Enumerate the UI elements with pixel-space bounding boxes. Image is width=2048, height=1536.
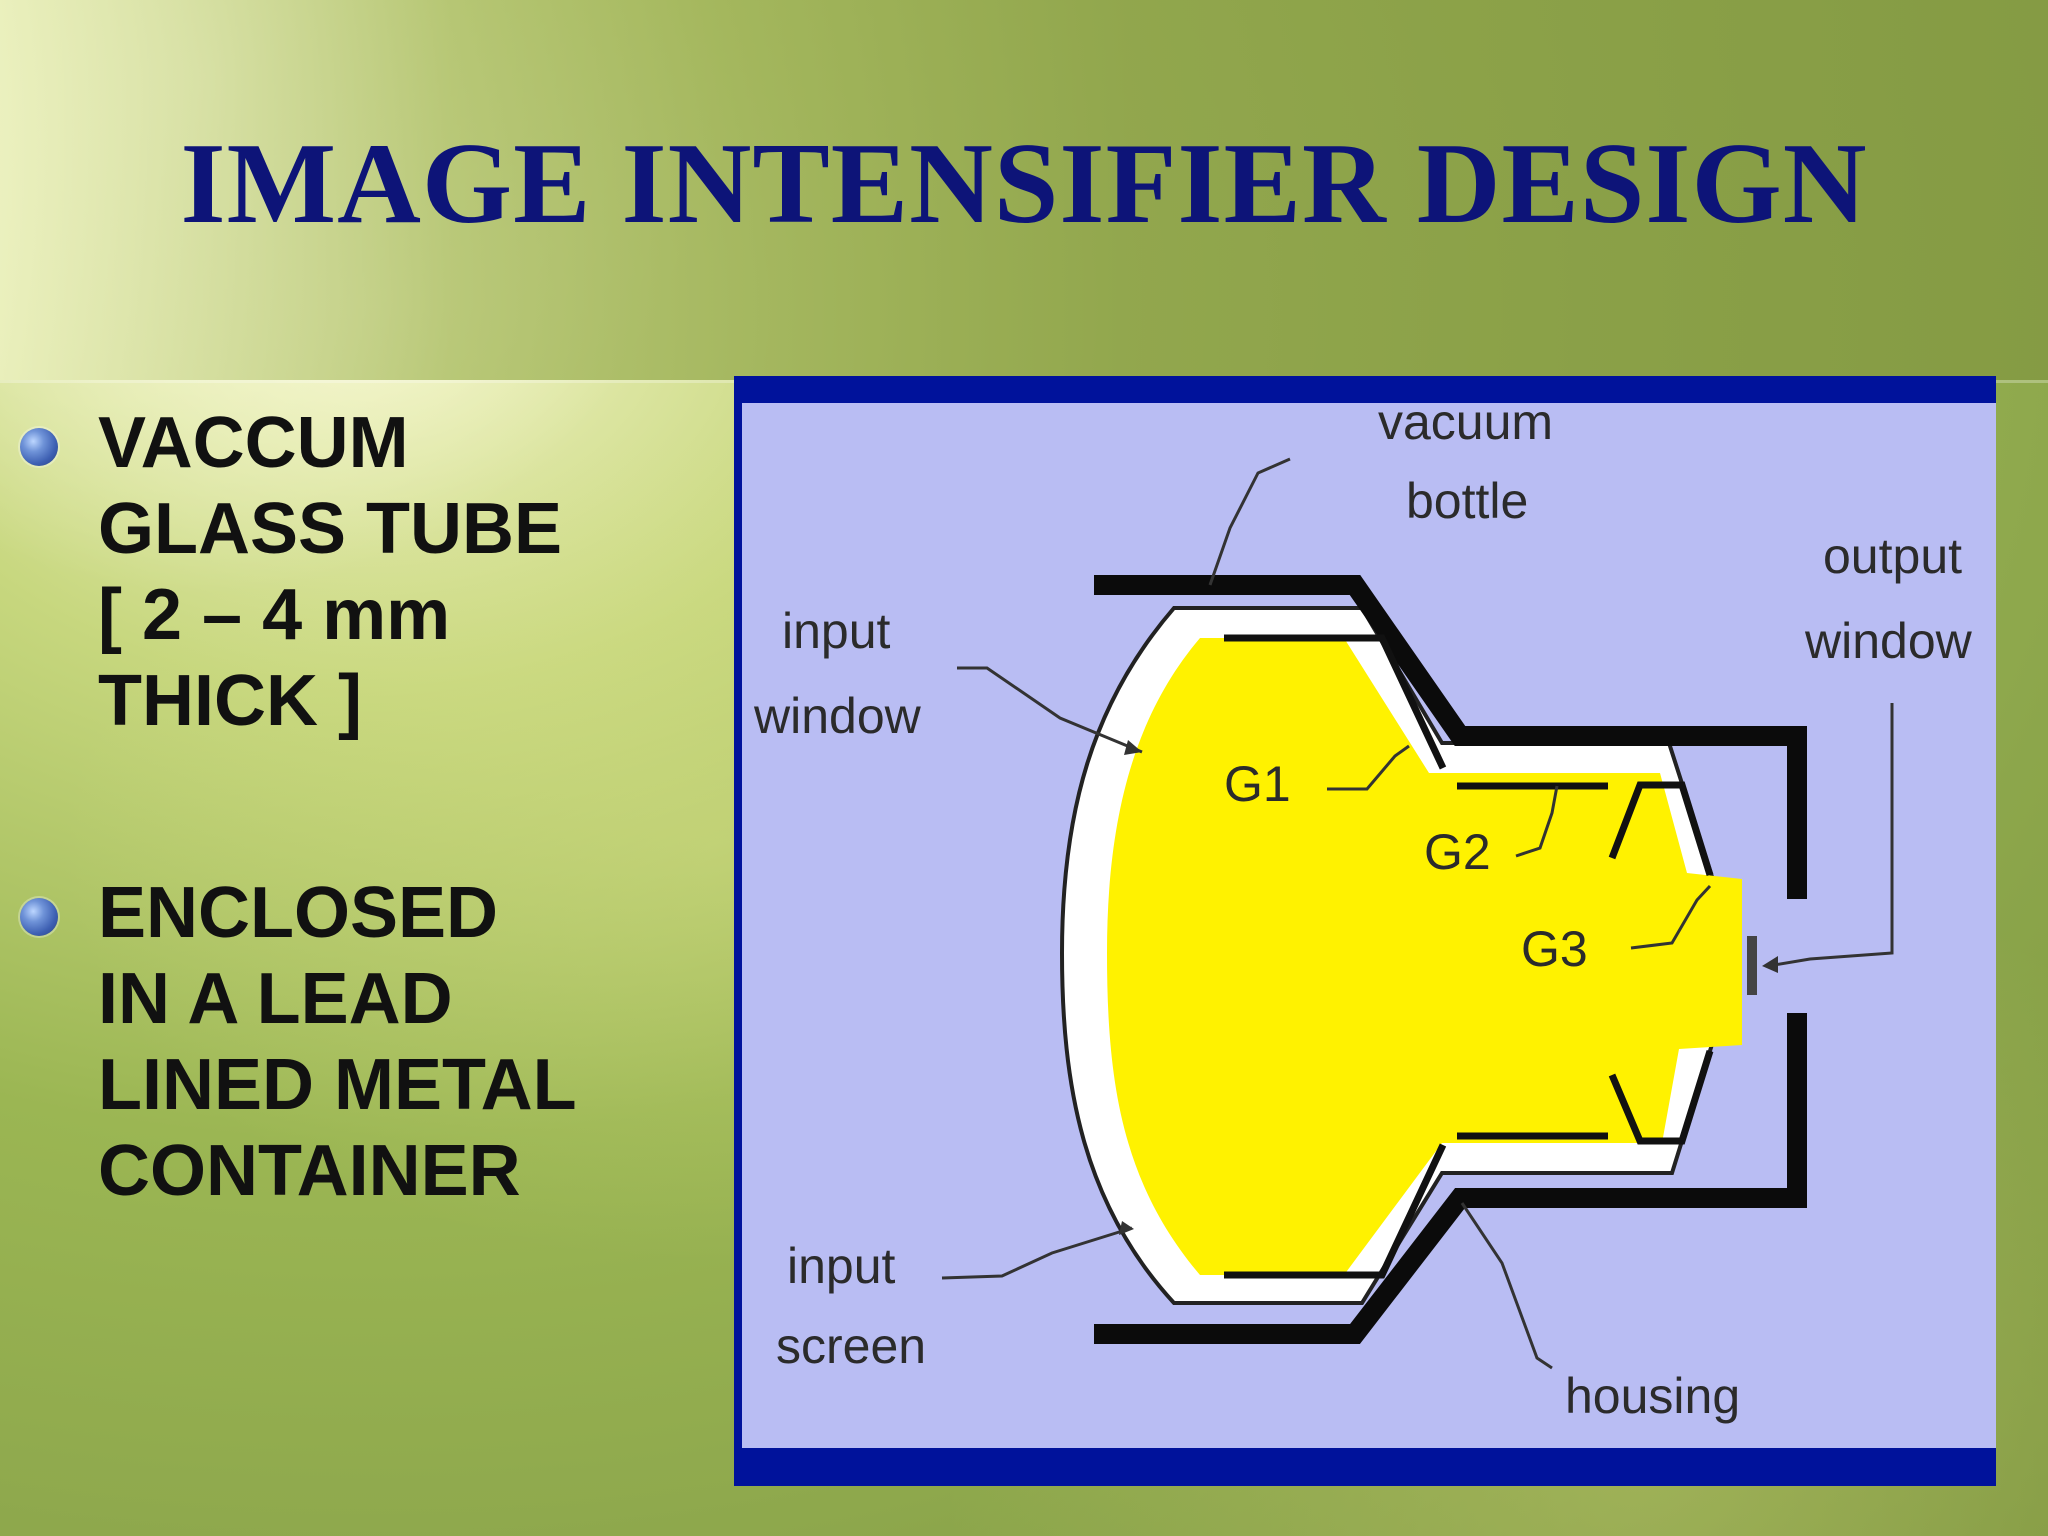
input-window-pointer	[957, 666, 1143, 754]
electrode-g1	[1224, 634, 1447, 770]
g3-pointer	[1630, 884, 1712, 950]
label-window-left: window	[753, 688, 922, 744]
label-bottle: bottle	[1406, 473, 1528, 529]
label-input-top: input	[782, 603, 891, 659]
electrode-g1-lower	[1224, 1143, 1447, 1279]
title-band	[0, 0, 2048, 380]
label-input-bottom: input	[787, 1238, 896, 1294]
g1-pointer	[1327, 744, 1410, 791]
electrode-g3-lower	[1608, 1049, 1714, 1145]
label-screen: screen	[776, 1318, 926, 1374]
output-window-arrow	[1762, 956, 1778, 973]
label-housing: housing	[1565, 1368, 1740, 1424]
yellow-interior	[1107, 638, 1742, 1275]
label-g2: G2	[1424, 824, 1491, 880]
label-g1: G1	[1224, 756, 1291, 812]
bullet-text: VACCUM GLASS TUBE [ 2 – 4 mm THICK ]	[98, 403, 563, 741]
image-intensifier-diagram: vacuum bottle output window input window…	[753, 403, 1973, 1424]
input-screen-arrow	[1119, 1221, 1134, 1235]
output-window-pointer	[1773, 703, 1894, 967]
label-output: output	[1823, 528, 1962, 584]
input-screen-pointer	[941, 1226, 1133, 1280]
label-g3: G3	[1521, 921, 1588, 977]
housing-bottom-black	[1094, 1013, 1807, 1344]
output-window	[1747, 936, 1757, 995]
input-window-arrow	[1124, 740, 1142, 755]
bullet-icon	[20, 428, 58, 466]
bullet-icon	[20, 898, 58, 936]
label-vacuum: vacuum	[1378, 403, 1553, 450]
electrode-g3	[1608, 781, 1714, 877]
diagram-panel: vacuum bottle output window input window…	[742, 403, 1996, 1448]
housing-top-black	[1094, 575, 1807, 899]
g2-pointer	[1515, 785, 1559, 858]
bullet-text: ENCLOSED IN A LEAD LINED METAL CONTAINER	[98, 873, 577, 1211]
vacuum-bottle-pointer	[1208, 457, 1291, 586]
label-window-right: window	[1804, 613, 1973, 669]
bullet-list: VACCUM GLASS TUBE [ 2 – 4 mm THICK ] ENC…	[0, 400, 700, 1260]
slide-title: IMAGE INTENSIFIER DESIGN	[180, 120, 1868, 248]
housing-pointer	[1460, 1202, 1553, 1370]
